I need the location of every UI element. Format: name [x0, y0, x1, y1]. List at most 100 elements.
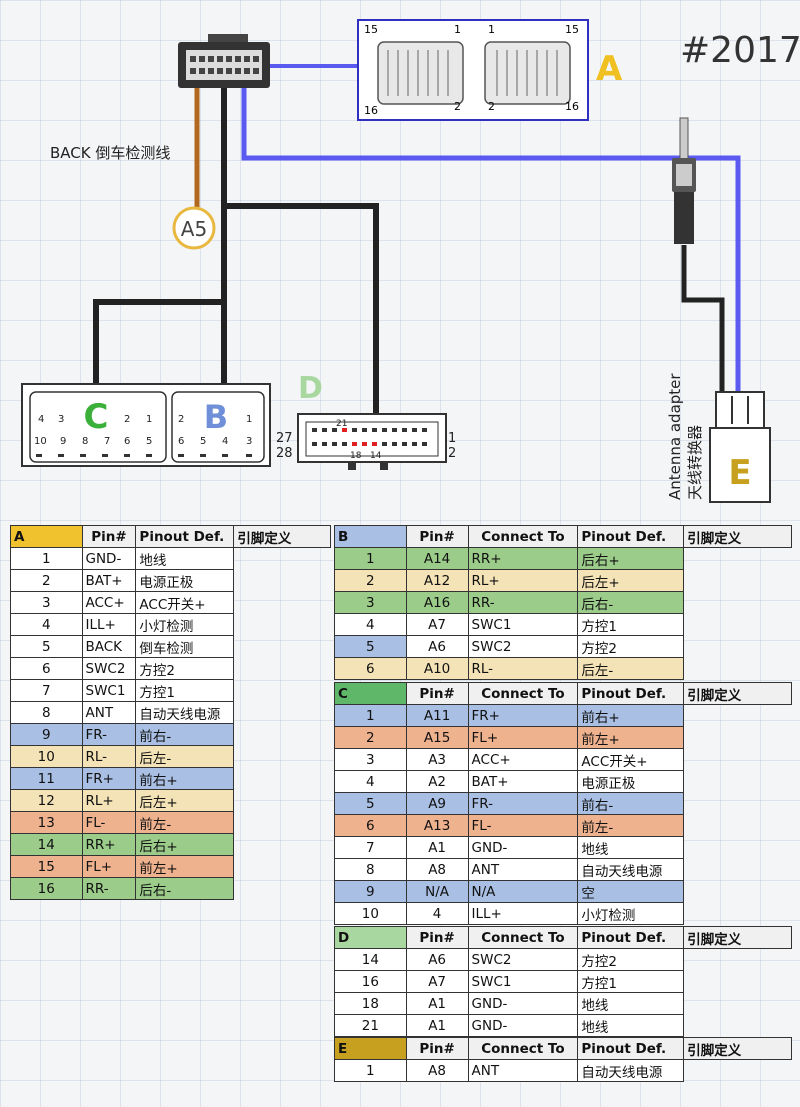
pinout-def-cell: SWC2: [467, 635, 579, 658]
table-a-header-pin: Pin#: [81, 525, 137, 548]
pinout-def-cell: RL+: [81, 789, 137, 812]
b-pin-1: 1: [246, 414, 252, 425]
pin-definition-cn-cell: 前右+: [135, 767, 235, 790]
pinout-def-cell: SWC2: [81, 657, 137, 680]
pin-definition-cn-cell: 方控2: [577, 948, 685, 971]
d-pin-21: 21: [336, 419, 347, 429]
pin-definition-cn-cell: 后左-: [135, 745, 235, 768]
pin-cell: 2: [334, 569, 407, 592]
pin-definition-cn-cell: 方控1: [577, 970, 685, 993]
pin-definition-cn-cell: 方控1: [577, 613, 685, 636]
connect-to-cell: A13: [405, 814, 469, 837]
pin-definition-cn-cell: 前左-: [135, 811, 235, 834]
pin-cell: 9: [10, 723, 83, 746]
connect-to-cell: A14: [405, 547, 469, 570]
pin-cell: 8: [334, 858, 407, 881]
pinout-def-cell: FR+: [81, 767, 137, 790]
connector-a-illustration: 15 16 1 2 1 2 15 16: [357, 19, 589, 121]
pin-definition-cn-cell: 方控2: [135, 657, 235, 680]
connect-to-cell: A1: [405, 992, 469, 1015]
pinout-def-cell: SWC1: [467, 970, 579, 993]
connect-to-cell: A10: [405, 657, 469, 680]
pinout-def-cell: ACC+: [467, 748, 579, 771]
pinout-def-cell: BAT+: [81, 569, 137, 592]
pin-cell: 10: [334, 902, 407, 925]
pinout-def-cell: SWC1: [81, 679, 137, 702]
pinout-def-cell: FL+: [81, 855, 137, 878]
pin-cell: 1: [334, 1059, 407, 1082]
pinout-def-cell: RL-: [81, 745, 137, 768]
pin-cell: 1: [334, 547, 407, 570]
connect-to-cell: A2: [405, 770, 469, 793]
pin-cell: 6: [334, 814, 407, 837]
pin-cell: 3: [334, 748, 407, 771]
c-pin-4: 4: [38, 414, 44, 425]
table-b-header-pin: Pin#: [405, 525, 469, 548]
pin-definition-cn-cell: 自动天线电源: [577, 858, 685, 881]
pin-definition-cn-cell: 后右+: [577, 547, 685, 570]
pin-definition-cn-cell: 前左+: [577, 726, 685, 749]
conn-a-right-pin-top: 15: [565, 23, 579, 36]
connect-to-cell: A16: [405, 591, 469, 614]
pin-cell: 2: [334, 726, 407, 749]
pin-cell: 6: [334, 657, 407, 680]
connect-to-cell: A12: [405, 569, 469, 592]
table-c-header-to: Connect To: [467, 682, 579, 705]
c-pin-1: 1: [146, 414, 152, 425]
pin-cell: 15: [10, 855, 83, 878]
pin-cell: 14: [10, 833, 83, 856]
b-pin-2: 2: [178, 414, 184, 425]
pin-cell: 18: [334, 992, 407, 1015]
pin-cell: 3: [334, 591, 407, 614]
connector-d-letter: D: [298, 371, 323, 406]
connector-cb-housing: [21, 383, 271, 467]
b-pin-3: 3: [246, 436, 252, 447]
conn-a-left-pin-inner-bottom: 2: [454, 100, 461, 113]
connector-e-body: [709, 391, 771, 503]
pin-definition-cn-cell: 小灯检测: [135, 613, 235, 636]
antenna-label-en: Antenna adapter: [666, 373, 684, 500]
connect-to-cell: A11: [405, 704, 469, 727]
pin-definition-cn-cell: 前左+: [135, 855, 235, 878]
c-pin-8: 8: [82, 436, 88, 447]
antenna-plug: [672, 117, 696, 244]
connector-a-letter: A: [596, 49, 623, 89]
connect-to-cell: A1: [405, 836, 469, 859]
table-d-header-def: Pinout Def.: [577, 926, 685, 949]
connect-to-cell: A1: [405, 1014, 469, 1037]
pin-definition-cn-cell: 前右-: [577, 792, 685, 815]
c-pin-9: 9: [60, 436, 66, 447]
table-e-label: E: [334, 1037, 407, 1060]
pin-cell: 7: [334, 836, 407, 859]
pin-cell: 1: [10, 547, 83, 570]
pinout-def-cell: ANT: [467, 858, 579, 881]
d-pin-2: 2: [448, 446, 456, 461]
pin-definition-cn-cell: 方控1: [135, 679, 235, 702]
pin-cell: 10: [10, 745, 83, 768]
pin-definition-cn-cell: ACC开关+: [135, 591, 235, 614]
connect-to-cell: A7: [405, 613, 469, 636]
connector-c-letter: C: [84, 397, 109, 437]
pin-cell: 8: [10, 701, 83, 724]
pin-cell: 2: [10, 569, 83, 592]
